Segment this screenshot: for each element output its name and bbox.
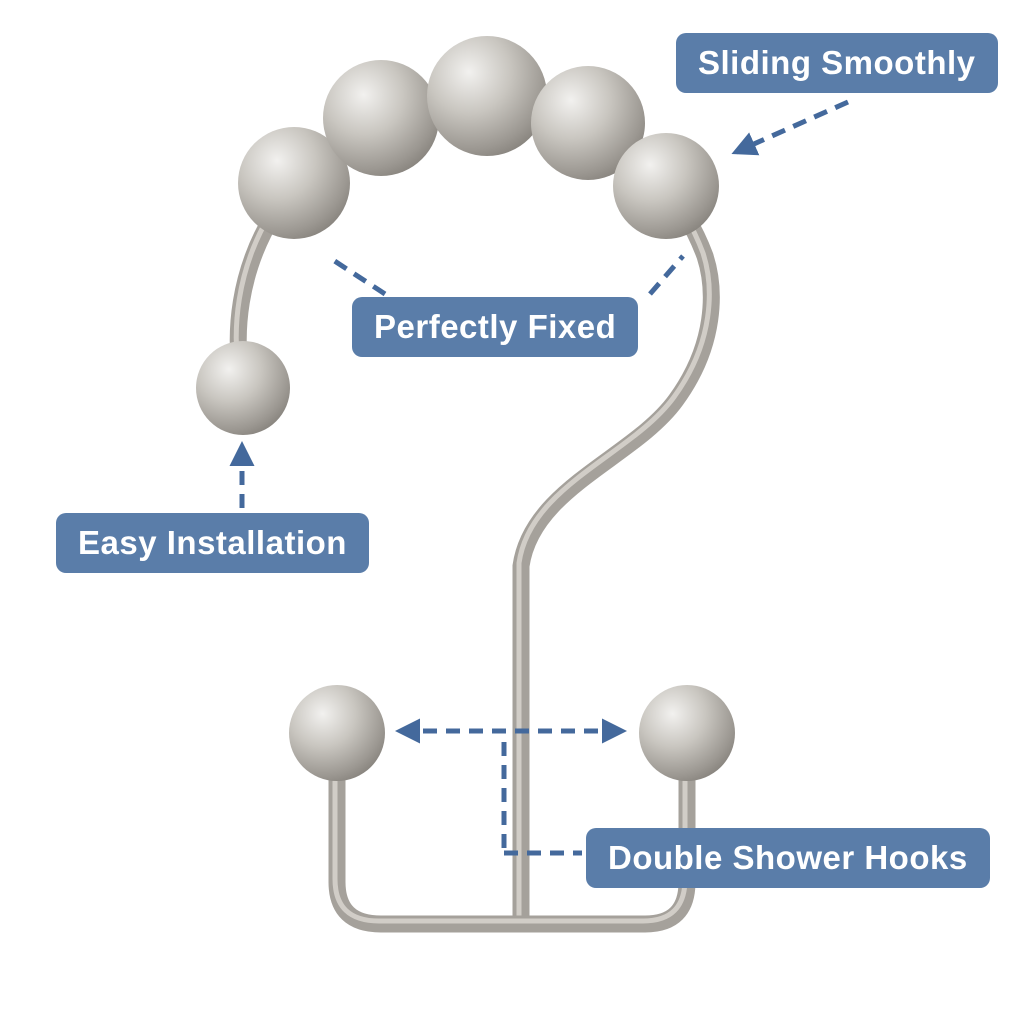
roller-ball-4 <box>531 66 645 180</box>
bottom-left-hook-ball <box>289 685 385 781</box>
roller-ball-5 <box>613 133 719 239</box>
roller-ball-1 <box>238 127 350 239</box>
callout-sliding-smoothly: Sliding Smoothly <box>676 33 998 94</box>
callout-double-shower-hooks: Double Shower Hooks <box>586 828 990 889</box>
perfectly-fixed-leader-right <box>648 254 685 296</box>
callout-perfectly-fixed: Perfectly Fixed <box>352 297 639 358</box>
annotation-arrows <box>229 99 850 856</box>
perfectly-fixed-leader-left <box>328 255 387 297</box>
end-ball <box>196 341 290 435</box>
bottom-right-hook-ball <box>639 685 735 781</box>
sliding-smoothly-arrow <box>731 99 850 156</box>
roller-ball-2 <box>323 60 439 176</box>
callout-easy-installation: Easy Installation <box>56 513 369 574</box>
roller-ball-3 <box>427 36 547 156</box>
roller-balls <box>196 36 735 781</box>
